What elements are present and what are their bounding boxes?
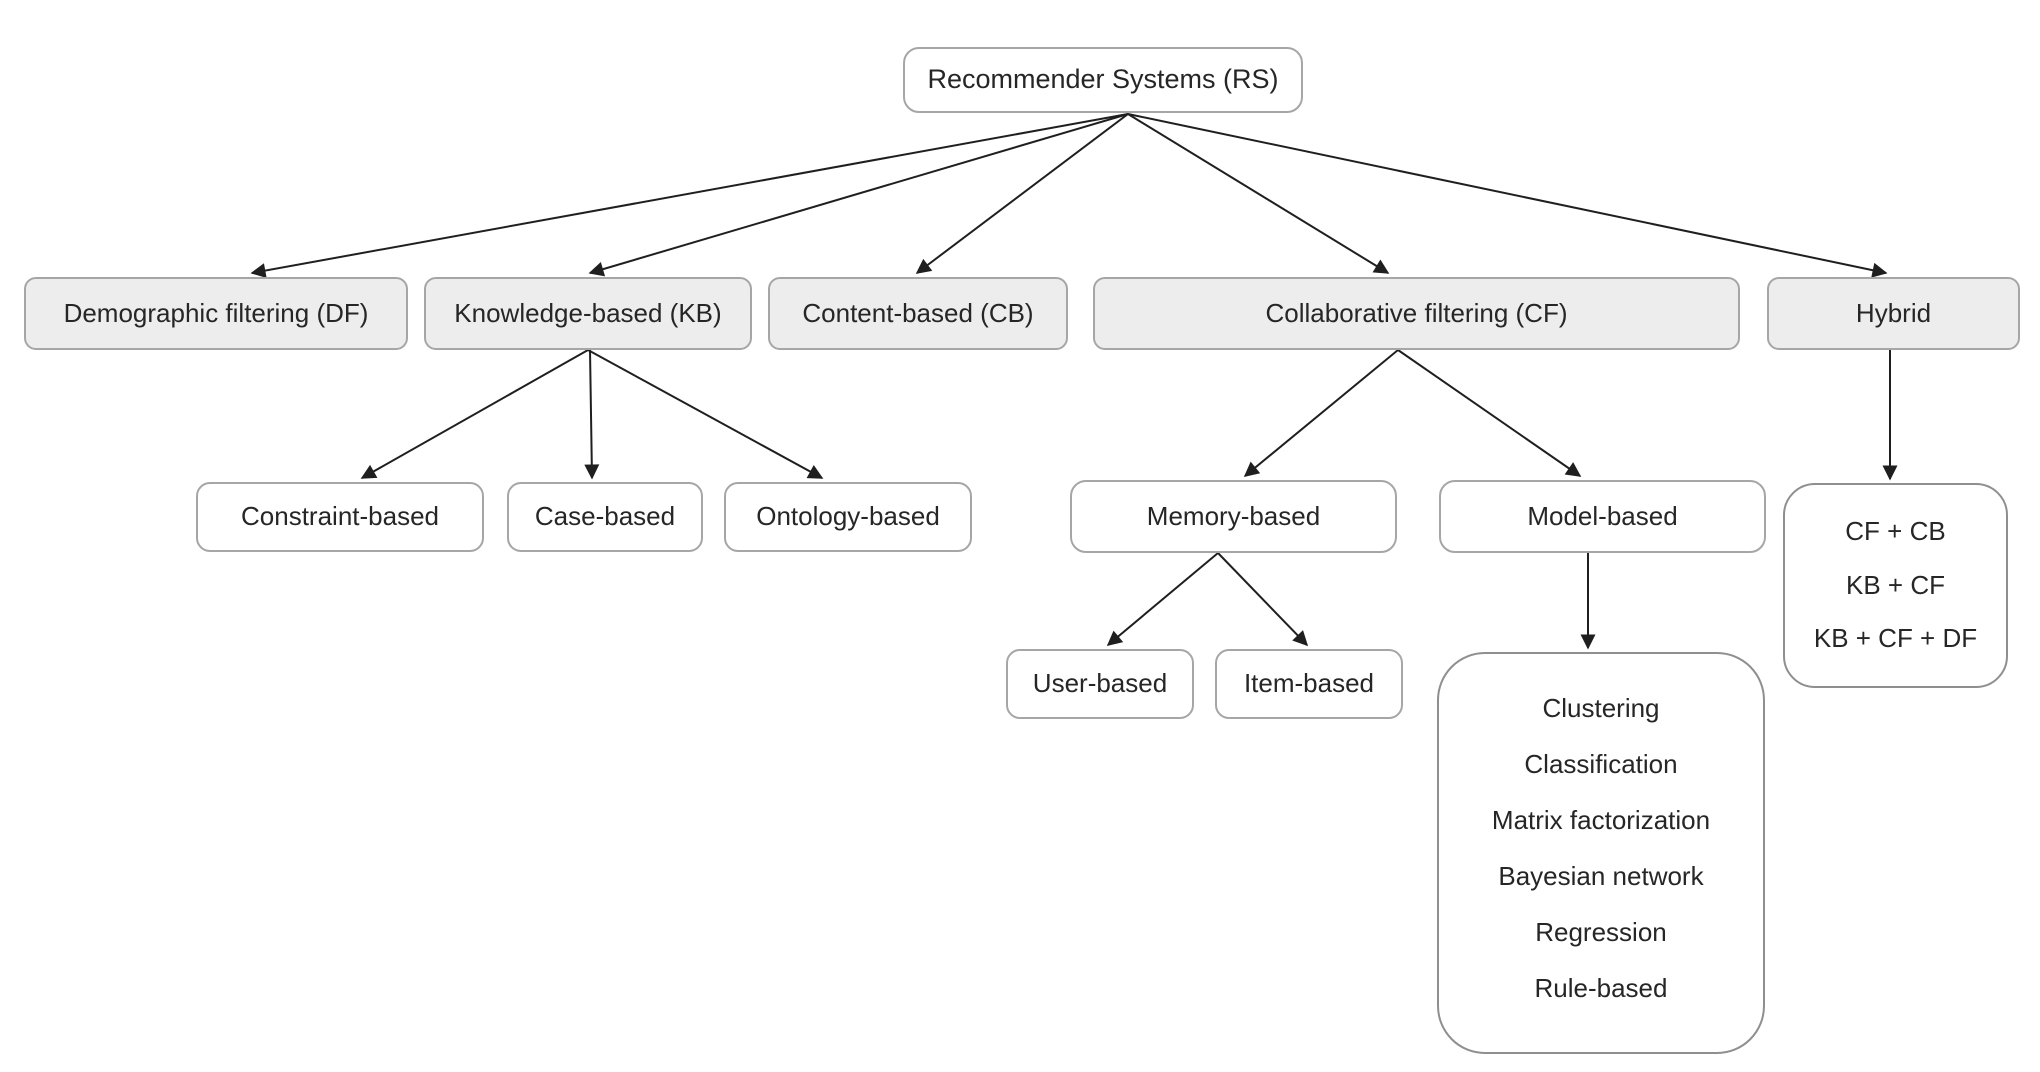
node-ontology-based: Ontology-based bbox=[724, 482, 972, 552]
arrow-memory-to-user bbox=[1106, 552, 1219, 646]
node-constraint-based: Constraint-based bbox=[196, 482, 484, 552]
node-knowledge-based: Knowledge-based (KB) bbox=[424, 277, 752, 350]
node-content-based: Content-based (CB) bbox=[768, 277, 1068, 350]
node-memory-based: Memory-based bbox=[1070, 480, 1397, 553]
arrow-rs-to-hybrid bbox=[1127, 113, 1888, 278]
hybrid-combination-item: CF + CB bbox=[1845, 515, 1946, 546]
node-item-based: Item-based bbox=[1215, 649, 1403, 719]
arrow-rs-to-content bbox=[915, 113, 1129, 274]
arrow-kb-to-constraint bbox=[360, 349, 589, 479]
model-method-item: Bayesian network bbox=[1498, 861, 1704, 892]
node-model-methods-list: Clustering Classification Matrix factori… bbox=[1437, 652, 1765, 1054]
node-model-based: Model-based bbox=[1439, 480, 1766, 553]
arrow-rs-to-knowledge bbox=[588, 113, 1129, 277]
arrow-rs-to-collaborative bbox=[1127, 113, 1390, 274]
model-method-item: Regression bbox=[1535, 917, 1667, 948]
arrow-memory-to-item bbox=[1217, 552, 1309, 647]
node-collaborative-filtering: Collaborative filtering (CF) bbox=[1093, 277, 1740, 350]
model-method-item: Rule-based bbox=[1534, 973, 1668, 1004]
arrow-cf-to-model bbox=[1397, 349, 1582, 477]
model-method-item: Classification bbox=[1524, 749, 1678, 780]
node-case-based: Case-based bbox=[507, 482, 703, 552]
node-demographic-filtering: Demographic filtering (DF) bbox=[24, 277, 408, 350]
node-recommender-systems: Recommender Systems (RS) bbox=[903, 47, 1303, 113]
hybrid-combination-item: KB + CF bbox=[1846, 569, 1945, 600]
model-method-item: Matrix factorization bbox=[1491, 805, 1711, 836]
node-hybrid-combinations-list: CF + CB KB + CF KB + CF + DF bbox=[1783, 483, 2008, 688]
arrow-cf-to-memory bbox=[1243, 349, 1399, 477]
node-user-based: User-based bbox=[1006, 649, 1194, 719]
arrow-kb-to-case bbox=[584, 349, 600, 480]
model-method-item: Clustering bbox=[1542, 693, 1660, 724]
hybrid-combination-item: KB + CF + DF bbox=[1813, 623, 1978, 654]
arrow-rs-to-demographic bbox=[250, 113, 1129, 278]
node-hybrid: Hybrid bbox=[1767, 277, 2020, 350]
arrow-kb-to-ontology bbox=[587, 349, 824, 479]
